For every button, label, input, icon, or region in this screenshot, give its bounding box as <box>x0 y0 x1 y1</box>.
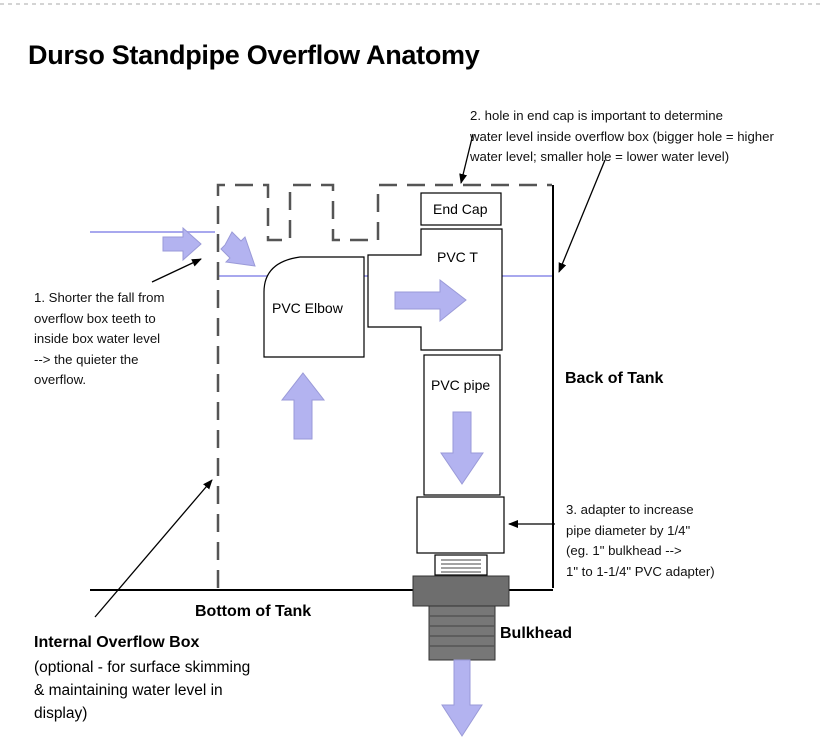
note-3-line: (eg. 1" bulkhead --> <box>566 543 682 558</box>
note-2: 2. hole in end cap is important to deter… <box>470 106 774 168</box>
overflow-box-description: (optional - for surface skimming & maint… <box>34 656 250 725</box>
flow-arrow-elbow-up <box>280 372 326 440</box>
end-cap-label: End Cap <box>433 201 488 217</box>
note-1-line: --> the quieter the <box>34 351 139 367</box>
note-1-line: overflow box teeth to <box>34 310 156 326</box>
overflow-box-desc-line: & maintaining water level in <box>34 682 223 699</box>
callout-1-arrow <box>151 258 202 283</box>
internal-overflow-box-outline <box>216 183 552 588</box>
flow-arrow-diagonal <box>220 231 256 267</box>
end-cap-shape <box>420 192 502 226</box>
pvc-pipe-label: PVC pipe <box>431 377 491 393</box>
note-1-line: 1. Shorter the fall from <box>34 290 165 305</box>
flow-arrow-pipe-down <box>440 411 484 485</box>
note-3-line: 1" to 1-1/4" PVC adapter) <box>566 563 715 579</box>
bulkhead-shape <box>412 575 510 661</box>
overflow-box-title: Internal Overflow Box <box>34 634 200 651</box>
flow-arrow-pvc-t <box>394 278 467 323</box>
note-2-line: water level inside overflow box (bigger … <box>470 128 774 144</box>
bottom-of-tank-label: Bottom of Tank <box>195 603 312 620</box>
flow-arrow-inlet <box>162 226 202 262</box>
pvc-elbow-label: PVC Elbow <box>272 300 343 316</box>
thread-shape <box>434 554 488 576</box>
pvc-t-label: PVC T <box>437 249 478 265</box>
note-2-line: water level; smaller hole = lower water … <box>470 149 730 164</box>
note-2-line: 2. hole in end cap is important to deter… <box>470 108 723 123</box>
callout-2-arrow-b <box>558 159 606 273</box>
back-of-tank-label: Back of Tank <box>565 370 664 387</box>
note-3: 3. adapter to increase pipe diameter by … <box>566 500 715 582</box>
note-1: 1. Shorter the fall from overflow box te… <box>34 288 164 391</box>
bulkhead-label: Bulkhead <box>500 625 573 642</box>
diagram-title: Durso Standpipe Overflow Anatomy <box>28 40 480 70</box>
pvc-elbow-shape <box>263 256 365 358</box>
note-3-line: 3. adapter to increase <box>566 502 694 517</box>
flow-arrow-drain <box>441 659 483 737</box>
overflow-box-callout-arrow <box>94 479 213 618</box>
note-1-line: inside box water level <box>34 331 161 346</box>
pvc-t-shape <box>367 228 503 351</box>
adapter-shape <box>416 496 505 554</box>
note-3-line: pipe diameter by 1/4" <box>566 522 691 538</box>
note-1-line: overflow. <box>34 372 87 387</box>
overflow-box-desc-line: display) <box>34 705 88 722</box>
callout-2-arrow-a <box>459 133 474 184</box>
overflow-box-desc-line: (optional - for surface skimming <box>34 659 251 676</box>
